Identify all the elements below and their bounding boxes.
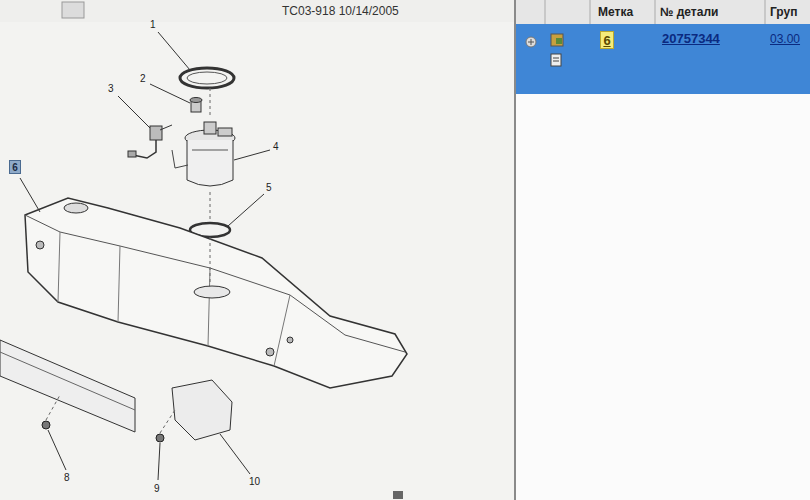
- callout-number: 3: [108, 83, 114, 94]
- callout-box: 6: [9, 160, 21, 174]
- column-header: Груп: [770, 5, 797, 19]
- callout-number: 2: [140, 73, 146, 84]
- column-header: № детали: [660, 5, 718, 19]
- group-cell: 03.00: [770, 32, 800, 46]
- callout-number: 4: [273, 141, 279, 152]
- callout-number: 1: [150, 19, 156, 30]
- callout-number: 8: [64, 472, 70, 483]
- callout-number: 10: [249, 476, 260, 487]
- drawing-title: TC03-918 10/14/2005: [282, 4, 399, 18]
- callout-number: 9: [154, 483, 160, 494]
- part-number: 20757344: [662, 31, 720, 46]
- mark-text: 6: [603, 33, 610, 48]
- mark-text: 6: [12, 162, 18, 173]
- callout-number: 5: [266, 182, 272, 193]
- selected-mark: 6: [600, 31, 614, 49]
- column-header: Метка: [598, 5, 633, 19]
